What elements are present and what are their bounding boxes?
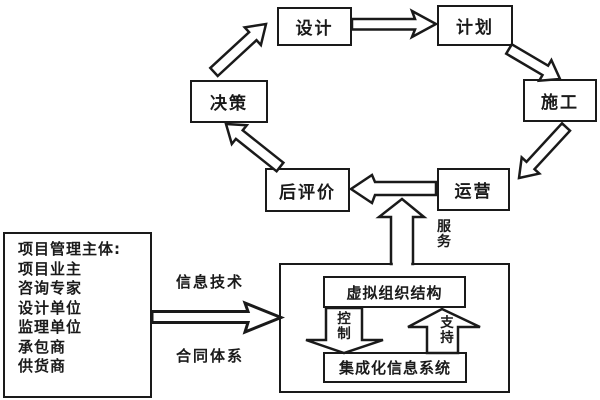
integrated-info-box: 集成化信息系统 [323,352,467,383]
node-design-label: 设计 [295,19,334,39]
contract-system-label: 合同体系 [175,347,244,365]
node-post-evaluation-label: 后评价 [279,182,336,203]
stakeholder-item: 咨询专家 [18,279,83,297]
node-operation: 运营 [437,168,510,211]
arrow-operation-to-postevaluation [348,173,438,205]
integrated-info-label: 集成化信息系统 [338,359,451,377]
control-label: 控制 [337,311,351,342]
arrow-construction-to-operation [517,121,572,180]
stakeholders-title: 项目管理主体: [18,240,121,258]
stakeholder-item: 监理单位 [18,318,83,336]
support-label: 支持 [440,315,454,346]
virtual-org-label: 虚拟组织结构 [346,283,443,302]
arrow-plan-to-construction [504,42,562,83]
arrow-postevaluation-to-decision [224,122,286,174]
node-operation-label: 运营 [454,182,493,202]
virtual-org-box: 虚拟组织结构 [323,276,466,308]
node-post-evaluation: 后评价 [265,168,350,212]
stakeholder-item: 设计单位 [18,298,83,317]
arrow-service-up [375,197,428,266]
stakeholder-item: 承包商 [18,337,67,356]
node-plan: 计划 [437,5,513,46]
node-construction: 施工 [523,79,597,122]
info-tech-label: 信息技术 [175,273,244,291]
node-construction-label: 施工 [541,93,579,113]
stakeholder-item: 供货商 [18,357,67,375]
service-label: 服务 [437,219,451,250]
stakeholders-panel: 项目管理主体: 项目业主 咨询专家 设计单位 监理单位 承包商 供货商 [3,232,152,398]
node-design: 设计 [277,7,352,46]
node-decision: 决策 [190,80,268,123]
arrow-design-to-plan [350,8,439,40]
stakeholder-item: 项目业主 [18,259,83,278]
node-decision-label: 决策 [210,94,248,114]
node-plan-label: 计划 [456,18,494,38]
arrow-decision-to-design [208,22,268,78]
arrow-stakeholders-to-system [150,300,286,335]
